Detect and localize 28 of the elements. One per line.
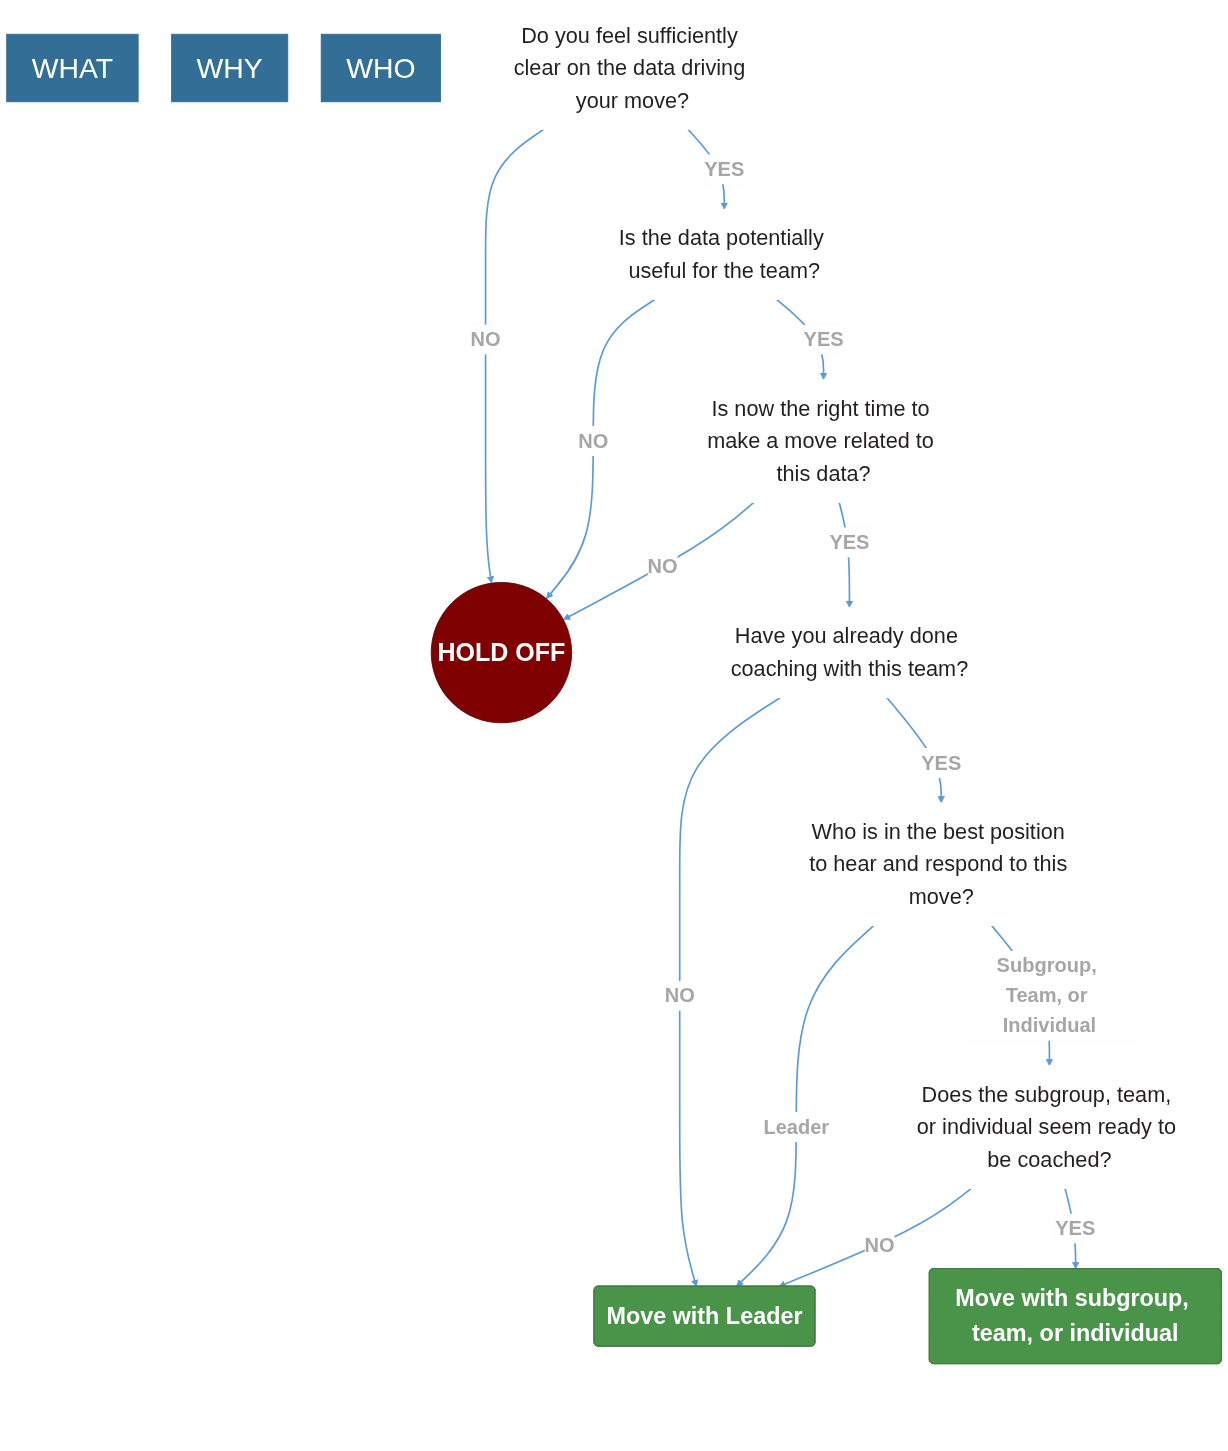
node-text: Who is in the best position to hear and respond to this move? bbox=[809, 818, 1068, 909]
edge-label: YES bbox=[704, 157, 745, 181]
edge-label: NO bbox=[578, 429, 609, 452]
arrow bbox=[778, 1187, 973, 1288]
node-box: WHY bbox=[171, 33, 289, 103]
node-box: WHAT bbox=[6, 33, 139, 103]
edge-label: Subgroup, Team, or Individual bbox=[996, 953, 1097, 1037]
node-text: Have you already done coaching with this team? bbox=[730, 623, 969, 682]
edge-label: NO bbox=[864, 1233, 895, 1257]
arrow bbox=[563, 501, 755, 620]
arrow bbox=[736, 924, 875, 1287]
edge-label: NO bbox=[664, 984, 695, 1007]
node-text: Does the subgroup, team, or individual seem ready to be coached? bbox=[916, 1081, 1177, 1172]
node-circle: HOLD OFF bbox=[430, 582, 573, 724]
edge-label: YES bbox=[1055, 1216, 1096, 1240]
edge-label: Leader bbox=[763, 1115, 830, 1138]
node-box: WHO bbox=[320, 33, 441, 103]
edge-label: YES bbox=[829, 530, 870, 554]
edge-label: YES bbox=[803, 327, 844, 351]
arrow bbox=[484, 128, 545, 584]
arrow bbox=[678, 696, 781, 1287]
arrow bbox=[546, 298, 656, 599]
edge-label: NO bbox=[647, 555, 678, 578]
node-text: Do you feel sufficiently clear on the data driving your move? bbox=[513, 22, 746, 113]
edge-label: YES bbox=[921, 751, 962, 774]
edge-label: NO bbox=[470, 327, 501, 351]
node-text: Is the data potentially useful for the team? bbox=[618, 225, 824, 283]
node-text: Is now the right time to make a move related to this data? bbox=[707, 395, 934, 486]
